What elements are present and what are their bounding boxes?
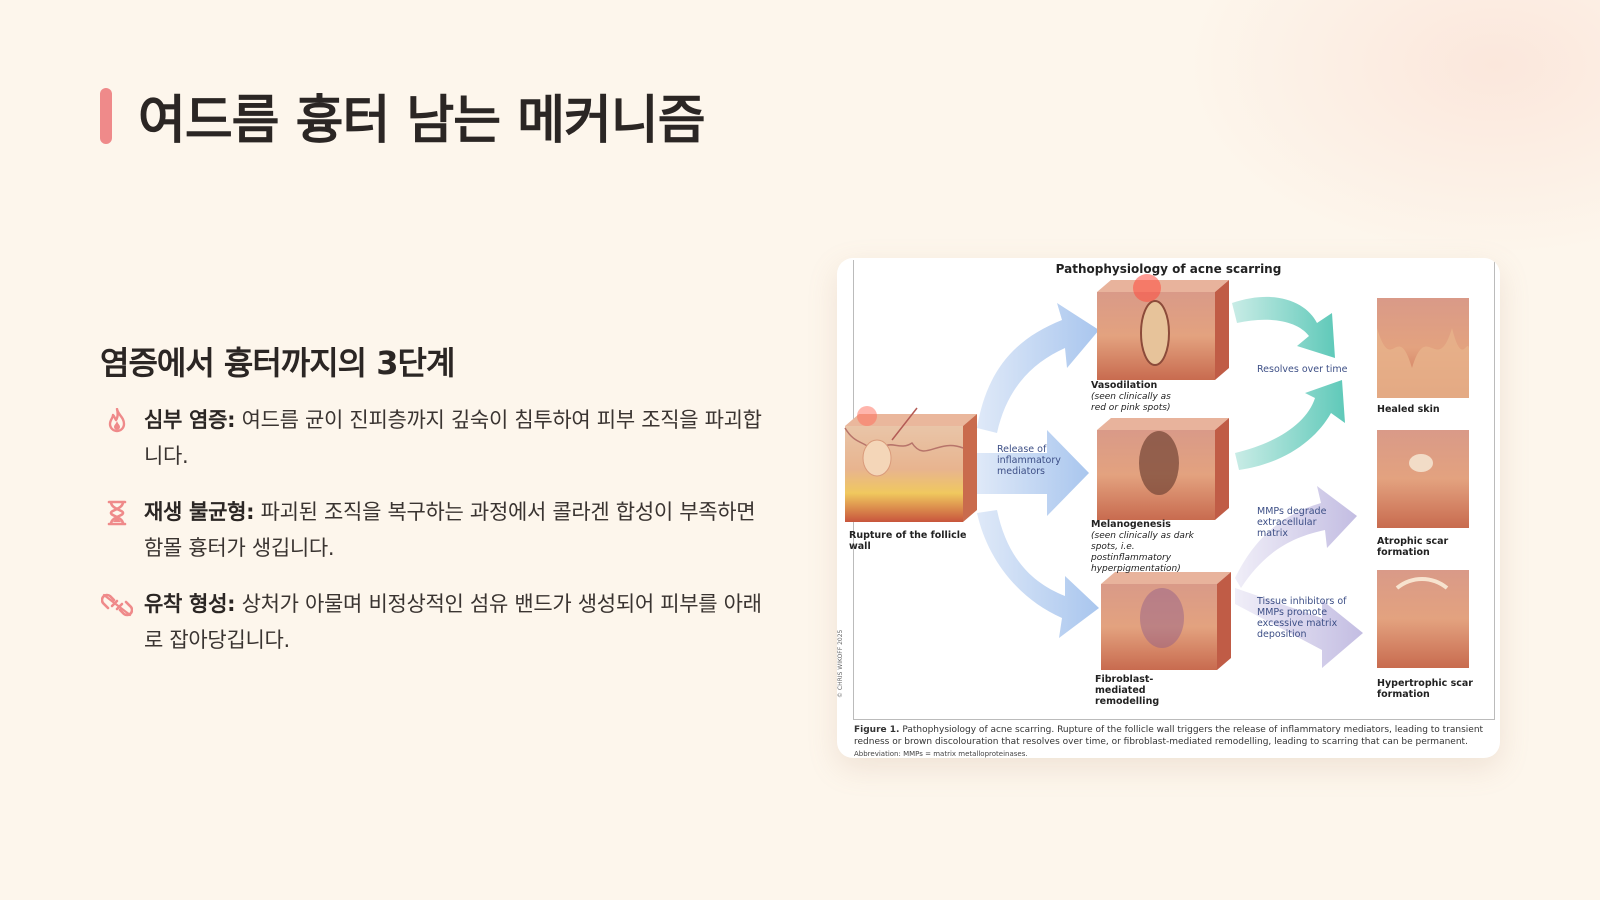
section-subtitle: 염증에서 흉터까지의 3단계: [100, 344, 455, 382]
title-block: 여드름 흉터 남는 메커니즘: [100, 78, 706, 153]
point-label: 유착 형성:: [144, 592, 236, 616]
label-mmps-degrade: MMPs degrade extracellular matrix: [1257, 506, 1327, 539]
label-release: Release of inflammatory mediators: [997, 444, 1061, 477]
point-label: 재생 불균형:: [144, 500, 255, 524]
purple-arrows: [1235, 486, 1363, 668]
label-atrophic-scar: Atrophic scar formation: [1377, 536, 1449, 558]
point-body: 파괴된 조직을 복구하는 과정에서 콜라겐 합성이 부족하면 함몰 흉터가 생깁…: [144, 500, 756, 560]
point-body: 상처가 아물며 비정상적인 섬유 밴드가 생성되어 피부를 아래로 잡아당깁니다…: [144, 592, 762, 652]
figure-caption-label: Figure 1.: [854, 725, 900, 735]
figure-card: Pathophysiology of acne scarring Rupture…: [837, 258, 1500, 758]
point-list: 심부 염증: 여드름 균이 진피층까지 깊숙이 침투하여 피부 조직을 파괴합니…: [100, 402, 770, 678]
point-body: 여드름 균이 진피층까지 깊숙이 침투하여 피부 조직을 파괴합니다.: [144, 408, 762, 468]
teal-arrows: [1232, 296, 1345, 470]
page-title: 여드름 흉터 남는 메커니즘: [138, 91, 706, 151]
fire-icon: [100, 404, 134, 438]
figure-caption: Figure 1. Pathophysiology of acne scarri…: [854, 724, 1484, 748]
figure-title: Pathophysiology of acne scarring: [1055, 262, 1282, 276]
label-hypertrophic-scar: Hypertrophic scar formation: [1377, 678, 1473, 700]
vasodilation-block: [1097, 274, 1229, 380]
point-item: 재생 불균형: 파괴된 조직을 복구하는 과정에서 콜라겐 합성이 부족하면 함…: [100, 494, 770, 566]
label-resolves: Resolves over time: [1257, 364, 1348, 375]
figure-copyright: © CHRIS WIKOFF 2025: [837, 629, 844, 698]
label-melanogenesis-note: (seen clinically as dark spots, i.e. pos…: [1091, 531, 1194, 574]
label-melanogenesis: Melanogenesis: [1091, 519, 1171, 530]
label-vasodilation-note: (seen clinically as red or pink spots): [1091, 392, 1171, 413]
point-item: 유착 형성: 상처가 아물며 비정상적인 섬유 밴드가 생성되어 피부를 아래로…: [100, 586, 770, 658]
label-healed-skin: Healed skin: [1377, 404, 1440, 415]
label-vasodilation: Vasodilation: [1091, 380, 1158, 391]
point-item: 심부 염증: 여드름 균이 진피층까지 깊숙이 침투하여 피부 조직을 파괴합니…: [100, 402, 770, 474]
center-arrows: [977, 303, 1099, 638]
label-tissue-inhibitors: Tissue inhibitors of MMPs promote excess…: [1257, 596, 1347, 640]
label-fibroblast: Fibroblast-mediated remodelling: [1095, 674, 1160, 707]
label-rupture: Rupture of the follicle wall: [849, 530, 967, 552]
hypertrophic-scar-block: [1377, 570, 1469, 668]
figure-caption-text: Pathophysiology of acne scarring. Ruptur…: [854, 725, 1484, 747]
pathophysiology-diagram: [844, 274, 1469, 670]
point-label: 심부 염증:: [144, 408, 236, 432]
healed-skin-block: [1377, 298, 1469, 398]
melanogenesis-block: [1097, 418, 1229, 520]
broken-link-icon: [100, 588, 134, 622]
rupture-block: [844, 406, 977, 522]
fibroblast-block: [1101, 572, 1231, 670]
atrophic-scar-block: [1377, 430, 1469, 528]
background-glow: [1180, 0, 1600, 260]
hourglass-icon: [100, 496, 134, 530]
title-accent-bar: [100, 87, 112, 144]
figure-abbreviation: Abbreviation: MMPs = matrix metalloprote…: [854, 750, 1028, 758]
